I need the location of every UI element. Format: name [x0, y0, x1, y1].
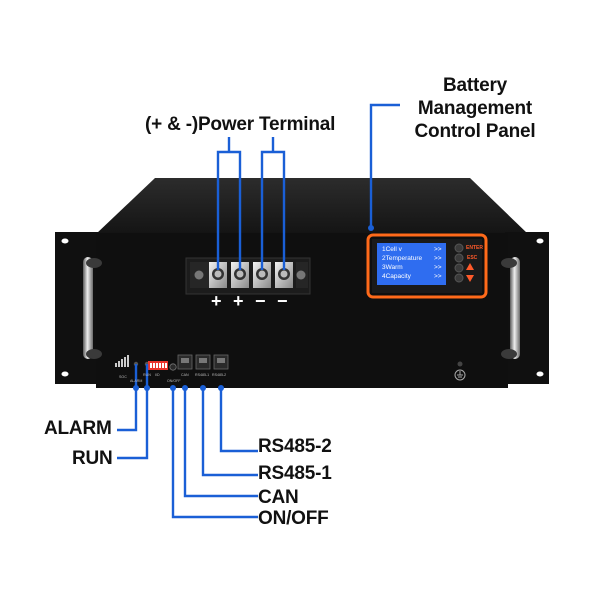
enter-label: ENTER: [466, 245, 483, 251]
handle-left: [83, 257, 102, 359]
lcd-line-capacity: 4Capacity: [382, 273, 411, 280]
terminal-bolt: [209, 262, 227, 288]
terminal-sign-negative: −: [277, 291, 288, 311]
lcd-arrow: >>: [434, 255, 442, 262]
panel-label-id: I/D: [155, 373, 160, 377]
rs485-1-port[interactable]: [195, 354, 211, 370]
panel-label-run: RUN: [143, 373, 151, 377]
button-down[interactable]: [454, 273, 464, 283]
terminal-sign-positive: +: [233, 291, 244, 311]
panel-label-can: CAN: [181, 373, 189, 377]
chassis-top: [96, 178, 528, 234]
callout-run: RUN: [72, 448, 113, 469]
down-arrow-icon: [466, 275, 474, 282]
callout-bms-line3: Control Panel: [414, 121, 536, 142]
callout-bms-line1: Battery: [442, 75, 508, 96]
power-switch[interactable]: [169, 363, 177, 371]
leader-lines: [117, 103, 400, 519]
ear-hole: [61, 238, 69, 244]
ear-hole: [536, 371, 544, 377]
lcd-screen: [377, 243, 446, 285]
lcd-line-warm: 3Warm: [382, 264, 403, 271]
dip-switch-keys: [150, 363, 167, 368]
callout-bms-line2: Management: [417, 98, 533, 119]
panel-label-alarm: ALARM: [130, 379, 143, 383]
rs485-2-port[interactable]: [213, 354, 229, 370]
lcd-arrow: >>: [434, 264, 442, 271]
lcd-line-temperature: 2Temperature: [382, 255, 423, 262]
terminal-bolt: [253, 262, 271, 288]
leader-dots: [133, 225, 374, 391]
callout-power-terminal: (+ & -)Power Terminal: [145, 114, 336, 135]
lcd-line-cell: 1Cell v: [382, 246, 402, 253]
ground-icon: [454, 369, 466, 381]
terminal-bolt: [231, 262, 249, 288]
can-port[interactable]: [177, 354, 193, 370]
terminal-sign-negative: −: [255, 291, 266, 311]
soc-bar-icon: [115, 355, 129, 367]
terminal-sign-positive: +: [211, 291, 222, 311]
esc-label: ESC: [467, 255, 478, 261]
button-esc[interactable]: [454, 253, 464, 263]
handle-right: [501, 257, 520, 359]
button-up[interactable]: [454, 263, 464, 273]
ear-hole: [536, 238, 544, 244]
callout-rs485-1: RS485-1: [258, 463, 332, 484]
button-enter[interactable]: [454, 243, 464, 253]
lcd-arrow: >>: [434, 246, 442, 253]
terminal-bolt: [275, 262, 293, 288]
panel-label-rs485-1: RS485-1: [195, 373, 210, 377]
panel-label-on-off: ON/OFF: [167, 379, 181, 383]
callout-on-off: ON/OFF: [258, 508, 329, 529]
callout-alarm: ALARM: [44, 418, 112, 439]
callout-rs485-2: RS485-2: [258, 436, 332, 457]
bms-highlight-frame: [366, 233, 488, 299]
callout-can: CAN: [258, 487, 299, 508]
panel-label-rs485-2: RS485-2: [212, 373, 227, 377]
panel-label-soc: SOC: [119, 375, 127, 379]
callout-bms: Battery Management Control Panel: [405, 74, 545, 143]
lcd-arrow: >>: [434, 273, 442, 280]
chassis-screw: [457, 361, 463, 367]
ear-hole: [61, 371, 69, 377]
up-arrow-icon: [466, 263, 474, 270]
